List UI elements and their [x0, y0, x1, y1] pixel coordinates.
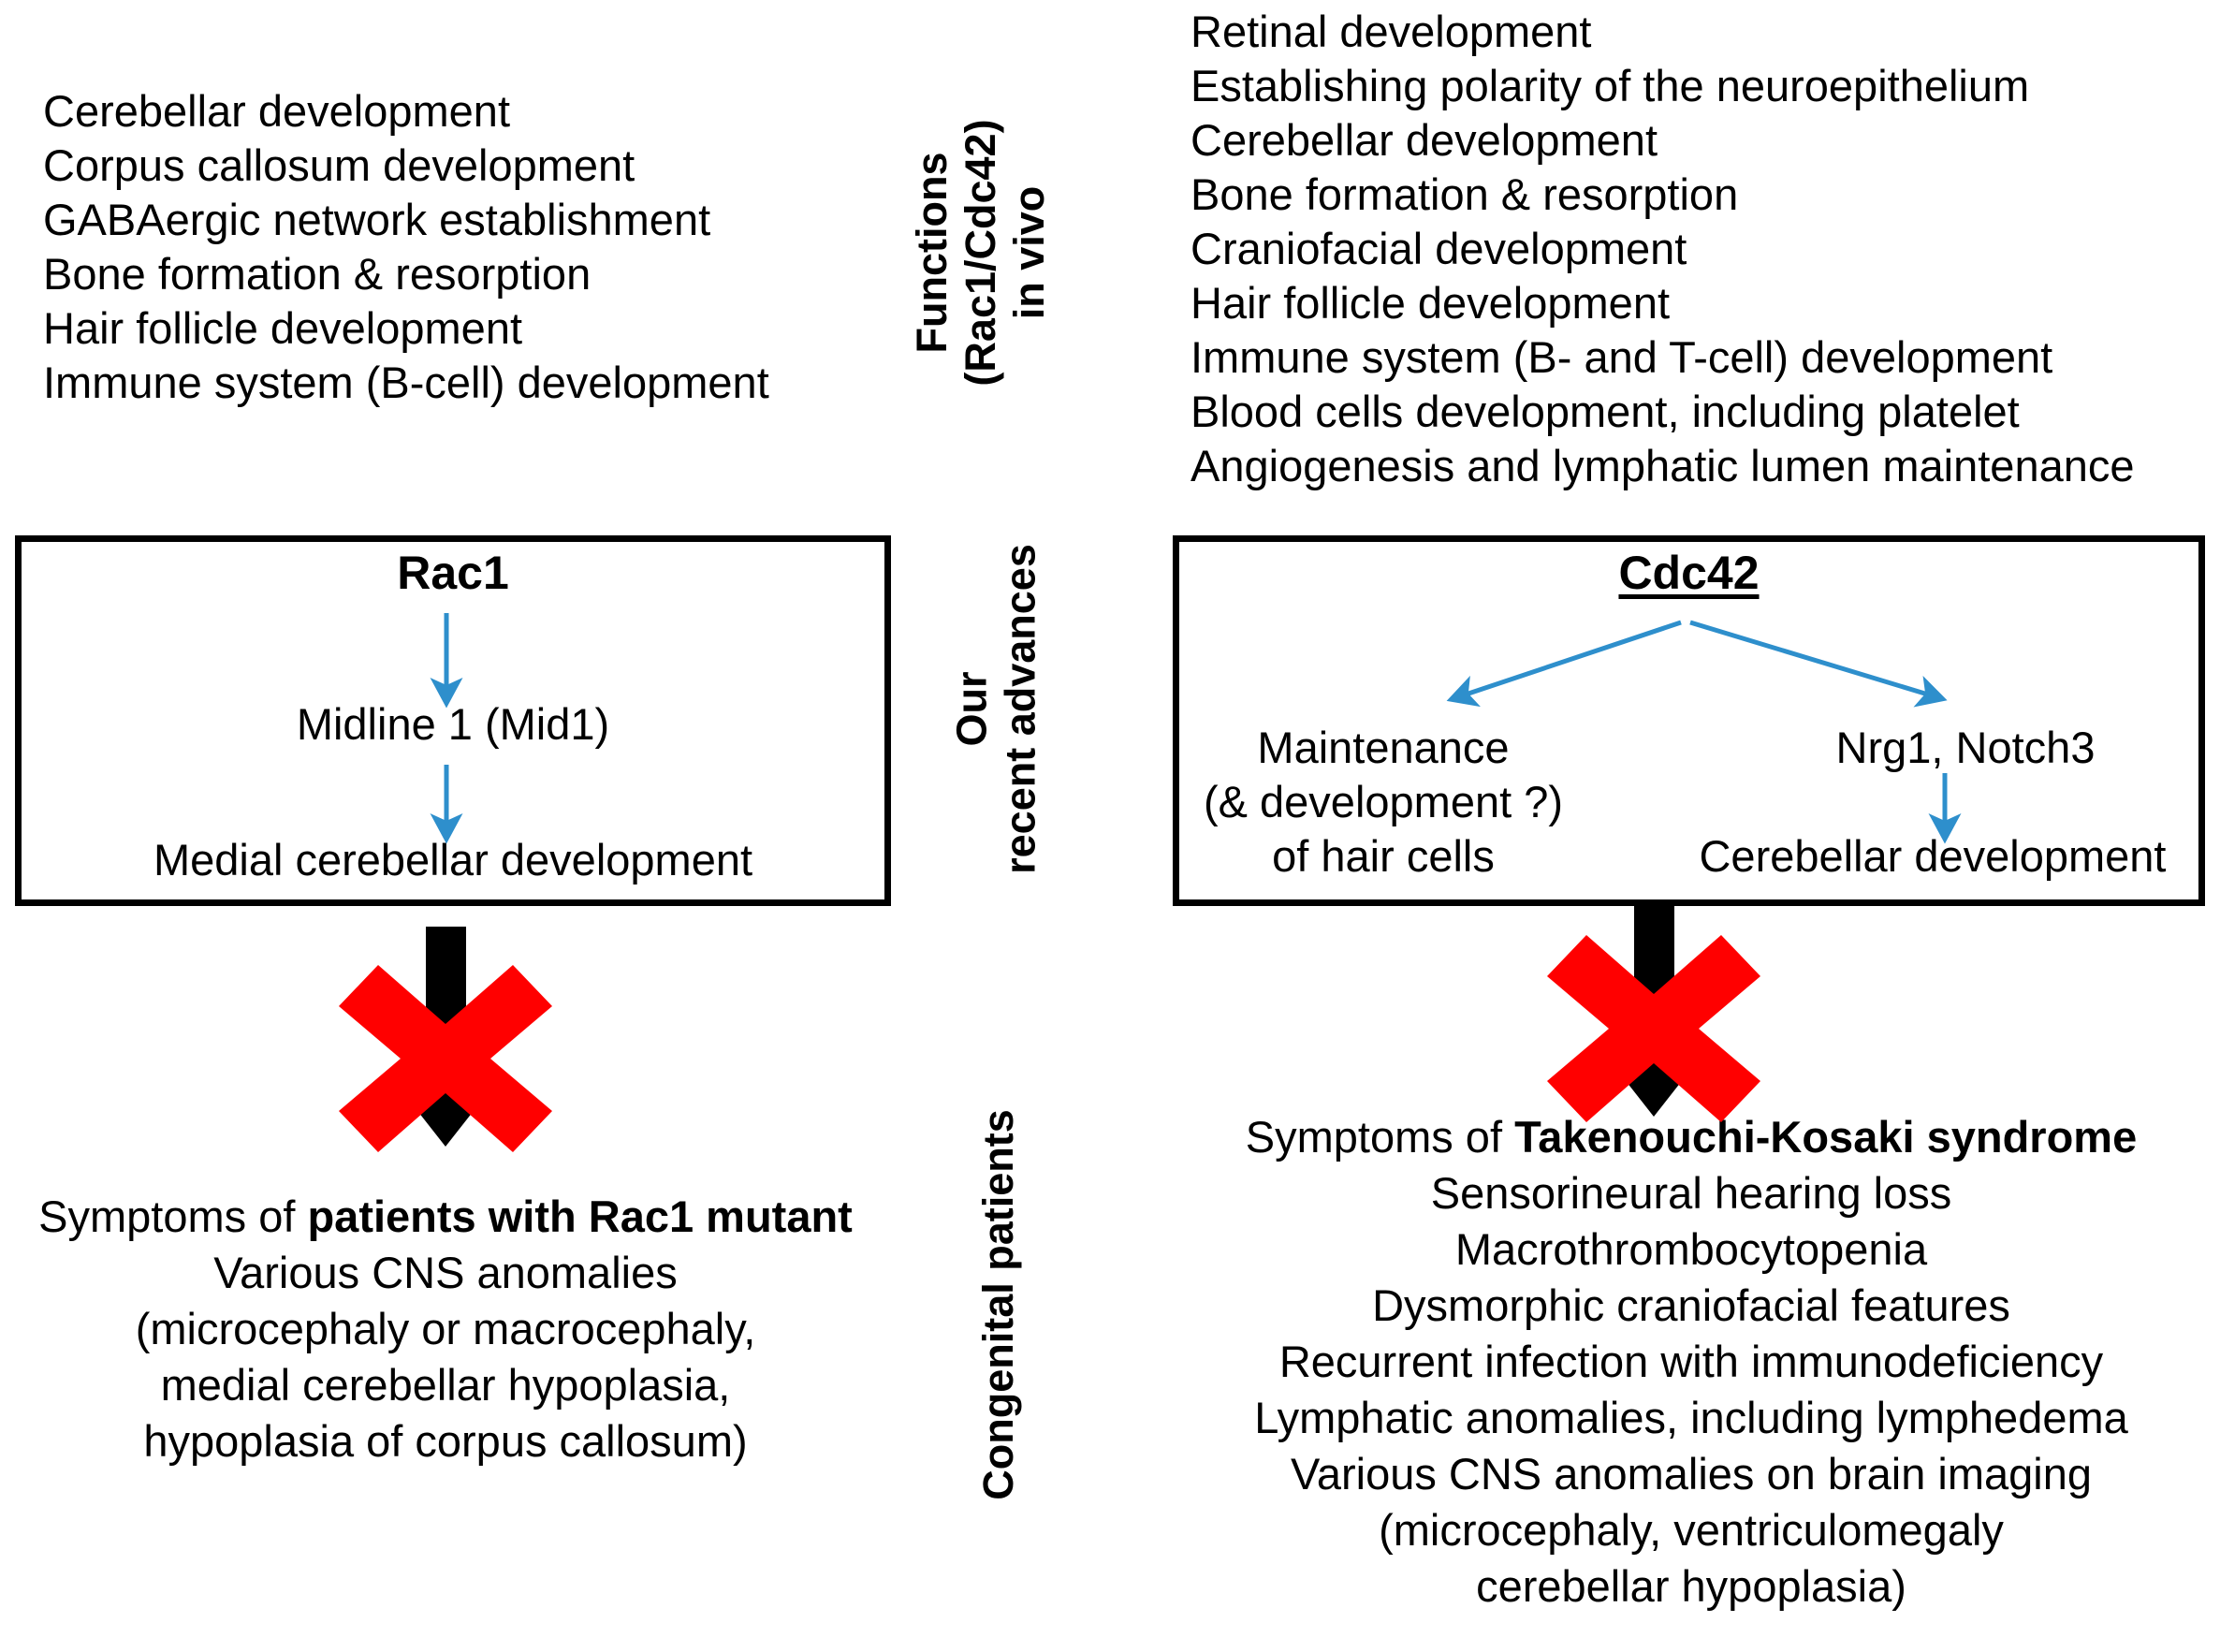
rac1-box-title: Rac1	[397, 547, 509, 599]
row-label-line: in vivo	[1005, 185, 1053, 320]
node-label: Nrg1, Notch3	[1835, 723, 2096, 772]
thick-down-arrow-icon	[398, 927, 493, 1147]
list-item: Bone formation & resorption	[1190, 169, 1739, 219]
row-label-line: recent advances	[996, 544, 1044, 874]
left-symptoms-heading: Symptoms of patients with Rac1 mutant	[0, 1189, 891, 1245]
list-item: Craniofacial development	[1190, 224, 1687, 273]
list-item: Establishing polarity of the neuroepithe…	[1190, 61, 2030, 110]
row-label-line: Our	[947, 671, 996, 747]
row-label-line: (Rac1/Cdc42)	[957, 119, 1004, 387]
red-x-block-icon	[339, 965, 552, 1152]
row-label-line: Congenital patients	[974, 1109, 1022, 1500]
row-label-line: Functions	[908, 152, 956, 354]
cdc42-pathway-box	[1173, 535, 2205, 906]
right-symptoms-heading: Symptoms of Takenouchi-Kosaki syndrome	[1173, 1109, 2210, 1165]
red-x-block-icon	[1547, 935, 1760, 1122]
list-item: Angiogenesis and lymphatic lumen mainten…	[1190, 441, 2135, 490]
left-functions-list: Cerebellar development Corpus callosum d…	[43, 84, 769, 410]
rac1-node-medial-cerebellar: Medial cerebellar development	[15, 833, 891, 887]
node-label: Cerebellar development	[1699, 831, 2167, 881]
node-label: Medial cerebellar development	[153, 835, 753, 884]
cdc42-box-title: Cdc42	[1618, 547, 1760, 599]
cdc42-node-hair-cells: Maintenance (& development ?) of hair ce…	[1187, 721, 1580, 884]
list-item: Hair follicle development	[43, 303, 523, 353]
right-functions-list: Retinal development Establishing polarit…	[1190, 5, 2135, 493]
row-label-advances: Our recent advances	[948, 522, 1056, 897]
cdc42-node-cerebellar-development: Cerebellar development	[1661, 829, 2204, 884]
list-item: Corpus callosum development	[43, 140, 635, 190]
list-item: Retinal development	[1190, 7, 1592, 56]
node-label: Midline 1 (Mid1)	[296, 699, 610, 749]
left-symptoms-block: Symptoms of patients with Rac1 mutant Va…	[0, 1189, 891, 1469]
list-item: Hair follicle development	[1190, 278, 1671, 328]
symptom-line: cerebellar hypoplasia)	[1476, 1561, 1906, 1611]
rac1-node-midline1: Midline 1 (Mid1)	[15, 697, 891, 752]
symptom-line: Macrothrombocytopenia	[1454, 1224, 1928, 1274]
right-symptoms-block: Symptoms of Takenouchi-Kosaki syndrome S…	[1173, 1109, 2210, 1615]
symptom-line: Recurrent infection with immunodeficienc…	[1278, 1337, 2104, 1386]
row-label-patients: Congenital patients	[974, 1089, 1029, 1520]
symptom-line: Various CNS anomalies	[213, 1248, 678, 1297]
left-symptoms-heading-prefix: Symptoms of	[38, 1191, 308, 1241]
symptom-line: hypoplasia of corpus callosum)	[143, 1416, 748, 1466]
list-item: Cerebellar development	[1190, 115, 1658, 165]
cdc42-node-nrg1-notch3: Nrg1, Notch3	[1769, 721, 2162, 775]
list-item: GABAergic network establishment	[43, 195, 711, 244]
symptom-line: medial cerebellar hypoplasia,	[160, 1360, 731, 1410]
rac1-pathway-box	[15, 535, 891, 906]
list-item: Cerebellar development	[43, 86, 511, 136]
symptom-line: Sensorineural hearing loss	[1430, 1168, 1952, 1218]
list-item: Immune system (B- and T-cell) developmen…	[1190, 332, 2053, 382]
list-item: Blood cells development, including plate…	[1190, 387, 2020, 436]
node-label: Maintenance	[1257, 723, 1510, 772]
list-item: Immune system (B-cell) development	[43, 358, 769, 407]
right-symptoms-heading-bold: Takenouchi-Kosaki syndrome	[1514, 1112, 2138, 1162]
row-label-functions: Functions (Rac1/Cdc42) in vivo	[908, 56, 1067, 449]
symptom-line: (microcephaly or macrocephaly,	[135, 1304, 756, 1353]
symptom-line: Dysmorphic craniofacial features	[1372, 1280, 2010, 1330]
node-label: (& development ?)	[1203, 777, 1564, 826]
symptom-line: Lymphatic anomalies, including lymphedem…	[1254, 1393, 2128, 1442]
left-symptoms-heading-bold: patients with Rac1 mutant	[307, 1191, 853, 1241]
symptom-line: (microcephaly, ventriculomegaly	[1379, 1505, 2004, 1555]
node-label: of hair cells	[1272, 831, 1495, 881]
thick-down-arrow-icon	[1606, 906, 1702, 1117]
list-item: Bone formation & resorption	[43, 249, 592, 299]
right-symptoms-heading-prefix: Symptoms of	[1245, 1112, 1515, 1162]
symptom-line: Various CNS anomalies on brain imaging	[1290, 1449, 2092, 1498]
